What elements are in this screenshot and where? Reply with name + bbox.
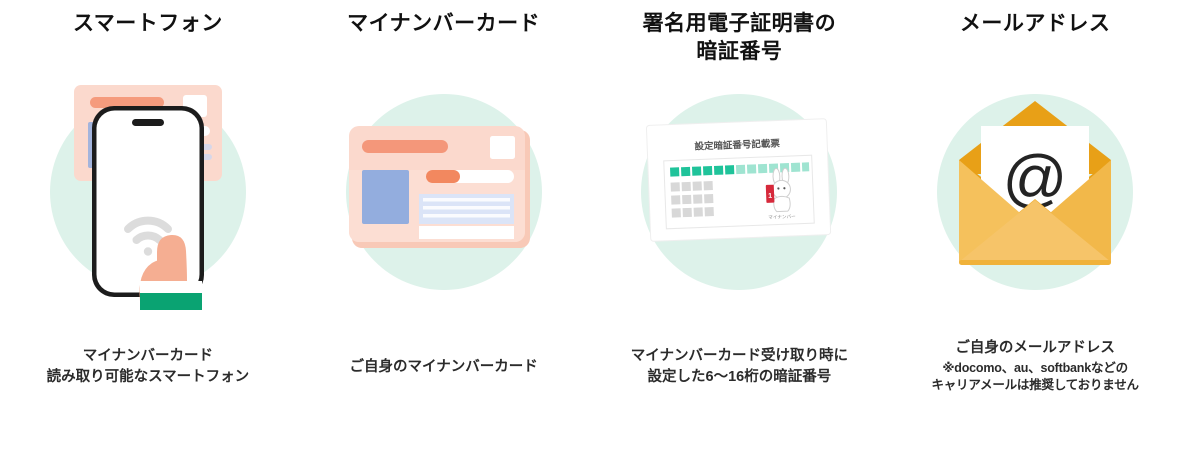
mascot-label-text: マイナンバー [769,214,797,221]
mascot-card-number: 1 [768,193,772,200]
requirement-title-my-number-card: マイナンバーカード [341,10,546,72]
caption-line: ご自身のメールアドレス [955,339,1115,356]
title-line: スマートフォン [72,12,223,35]
envelope-email-svg: @ [959,101,1112,265]
requirement-caption-signature-certificate-pin: マイナンバーカード受け取り時に 設定した6〜16桁の暗証番号 [627,346,852,390]
title-line: 署名用電子証明書の [642,12,837,35]
requirement-caption-smartphone: マイナンバーカード 読み取り可能なスマートフォン [43,346,254,390]
requirement-caption-my-number-card: ご自身のマイナンバーカード [346,357,542,379]
rabbit-mascot-icon: 1 マイナンバー [766,167,797,221]
envelope-email-illustration: @ [915,74,1155,310]
caption-line: マイナンバーカード受け取り時に [630,347,848,364]
requirement-item-my-number-card: マイナンバーカード [296,10,592,437]
caption-line: 設定した6〜16桁の暗証番号 [647,369,832,386]
caption-note-line: キャリアメールは推奨しておりません [931,378,1139,393]
requirement-item-email-address: メールアドレス @ [887,10,1183,437]
requirement-title-email-address: メールアドレス [954,10,1117,72]
id-card-svg [348,126,530,248]
open-envelope-graphic: @ [959,101,1112,265]
requirement-title-smartphone: スマートフォン [67,10,229,72]
smartphone-nfc-svg [73,85,222,310]
pin-slip-illustration: 設定暗証番号記載票 [619,74,859,310]
id-card-illustration [324,74,564,310]
pin-digit-boxes-empty [670,181,715,218]
nfc-wave-icon [123,216,172,256]
caption-line: ご自身のマイナンバーカード [349,359,538,376]
pin-slip-svg: 設定暗証番号記載票 [646,118,832,242]
hand-holding-phone [139,234,202,310]
caption-note-line: ※docomo、au、softbankなどの [942,360,1128,375]
title-line: 暗証番号 [696,39,783,63]
my-number-card-graphic [348,126,530,248]
title-line: マイナンバーカード [347,12,541,35]
pin-digit-boxes-filled [670,162,810,177]
caption-line: マイナンバーカード [82,347,213,364]
pin-notification-slip: 設定暗証番号記載票 [646,118,832,242]
requirement-caption-email-address: ご自身のメールアドレス ※docomo、au、softbankなどの キャリアメ… [927,338,1142,395]
requirement-item-smartphone: スマートフォン [0,10,296,437]
requirement-title-signature-certificate-pin: 署名用電子証明書の 暗証番号 [637,10,843,72]
caption-line: 読み取り可能なスマートフォン [46,369,250,386]
smartphone-nfc-illustration [28,74,268,310]
title-line: メールアドレス [959,12,1111,35]
slip-title-text: 設定暗証番号記載票 [695,137,781,152]
requirement-item-signature-certificate-pin: 署名用電子証明書の 暗証番号 設定暗証番号記載票 [592,10,888,437]
